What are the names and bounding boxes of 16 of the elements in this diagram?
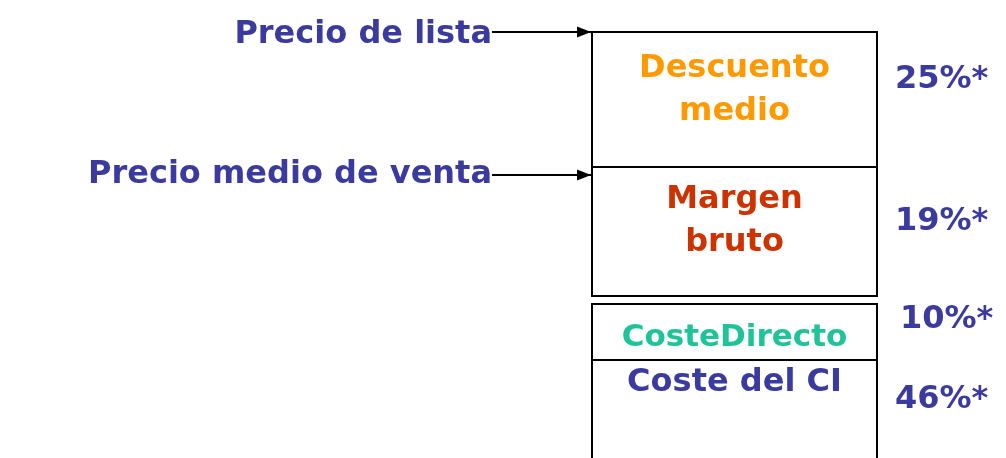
segment-label: Coste del CI: [626, 360, 843, 401]
percentage-label: 19%*: [895, 200, 989, 238]
price-label: Precio medio de venta: [87, 153, 492, 191]
segment-label: CosteDirecto: [620, 316, 849, 355]
segment-label: Margen bruto: [665, 177, 804, 262]
cost-segment-box: [591, 303, 878, 361]
cost-segment-box: [591, 31, 878, 168]
percentage-label: 10%*: [900, 298, 994, 336]
arrow: [491, 169, 592, 181]
cost-segment-box: [591, 359, 878, 458]
price-label: Precio de lista: [234, 13, 492, 51]
percentage-label: 25%*: [895, 58, 989, 96]
arrow: [491, 26, 592, 38]
percentage-label: 46%*: [895, 378, 989, 416]
segment-label: Descuento medio: [638, 46, 831, 131]
cost-segment-box: [591, 166, 878, 297]
